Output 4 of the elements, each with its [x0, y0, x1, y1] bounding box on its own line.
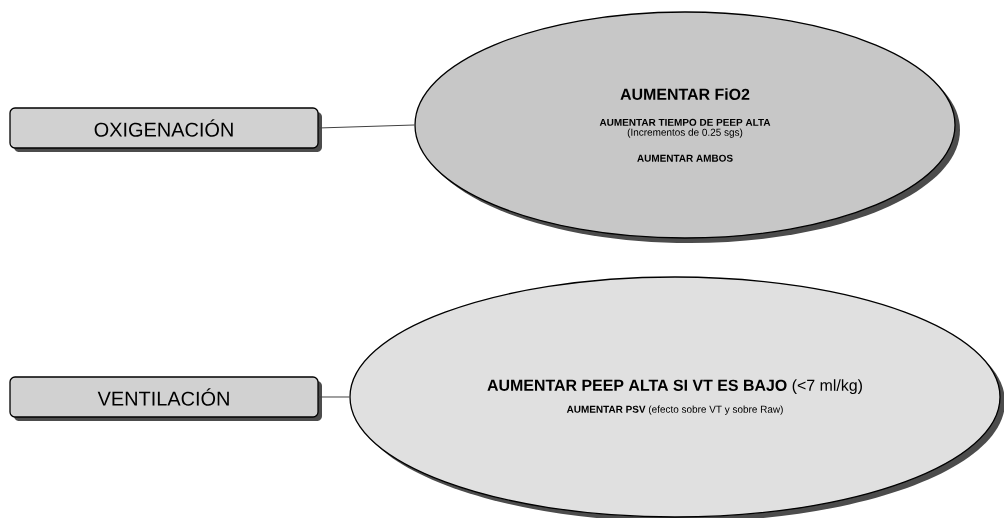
- connector-line: [318, 124, 415, 129]
- connector-line: [318, 396, 350, 398]
- label-box: OXIGENACIÓN: [9, 107, 322, 152]
- label-box: VENTILACIÓN: [9, 376, 322, 421]
